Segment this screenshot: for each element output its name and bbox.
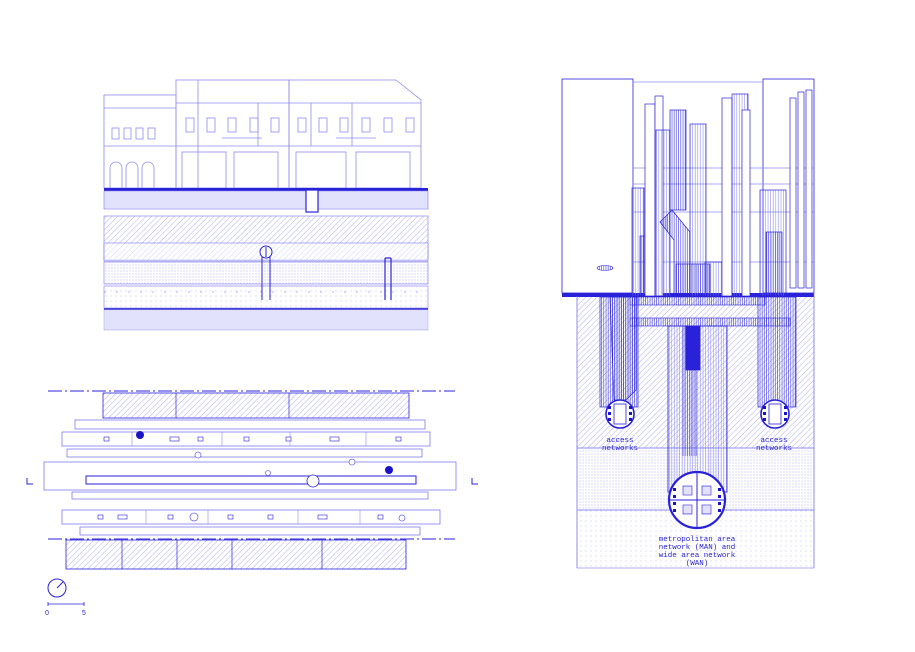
gravel-layer (103, 261, 429, 285)
north-arrow-icon (47, 578, 67, 598)
service-shaft (259, 245, 273, 300)
section-marks (26, 478, 478, 485)
man-wan-trunk (667, 325, 728, 530)
pavement-layer (103, 190, 429, 210)
riser-pipes (609, 89, 813, 401)
node-marker (136, 431, 144, 439)
access-networks-label-left: access networks (601, 437, 638, 453)
scale-end-label: 5 (82, 610, 86, 617)
street-section-drawing (103, 79, 429, 331)
scale-start-label: 0 (45, 610, 49, 617)
man-wan-label: metropolitan area network (MAN) and wide… (658, 536, 736, 568)
building-facades (103, 79, 422, 189)
manhole-shaft (305, 189, 319, 213)
node-marker (385, 466, 393, 474)
street-plan-drawing (26, 390, 478, 570)
scale-bar (47, 602, 85, 606)
ground-line (104, 188, 428, 191)
access-networks-label-right: access networks (755, 437, 792, 453)
access-conduit-right (757, 296, 797, 429)
network-infrastructure-section (561, 78, 815, 569)
